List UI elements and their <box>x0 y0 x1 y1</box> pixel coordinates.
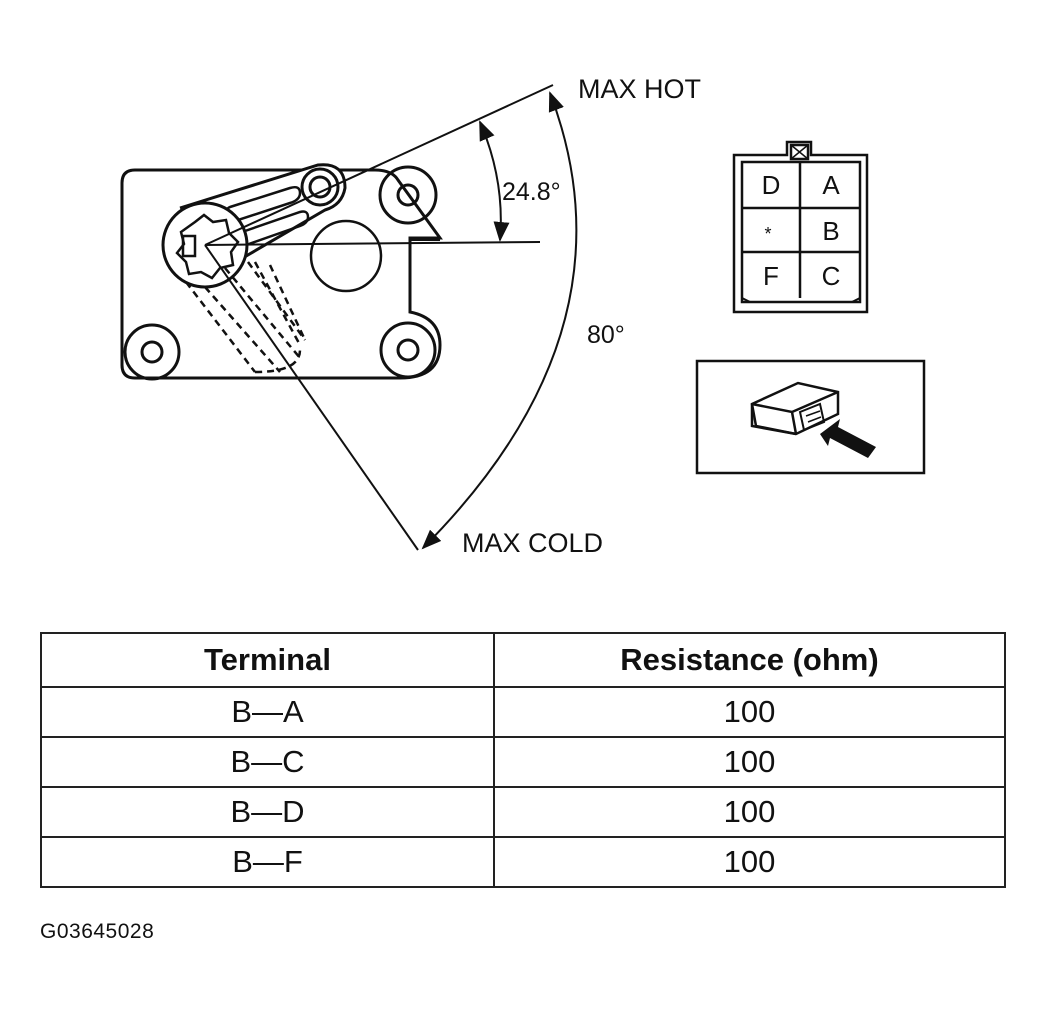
actuator-body-icon <box>120 163 443 381</box>
table-row: B—A 100 <box>40 686 1006 738</box>
pin-d: D <box>762 170 781 200</box>
table-header-row: Terminal Resistance (ohm) <box>40 632 1006 688</box>
resistance-table: Terminal Resistance (ohm) B—A 100 B—C 10… <box>40 632 1006 888</box>
table-row: B—D 100 <box>40 786 1006 838</box>
table-row: B—F 100 <box>40 836 1006 888</box>
terminal-cell: B—F <box>40 836 495 888</box>
resistance-cell: 100 <box>493 736 1006 788</box>
max-hot-label: MAX HOT <box>578 74 701 104</box>
resistance-cell: 100 <box>493 786 1006 838</box>
angle-small-label: 24.8° <box>502 178 561 206</box>
connector-face-icon <box>732 140 869 314</box>
angle-large-label: 80° <box>587 321 625 349</box>
resistance-cell: 100 <box>493 836 1006 888</box>
connector-location-icon <box>695 359 926 475</box>
header-terminal: Terminal <box>40 632 495 688</box>
pin-blank: * <box>764 224 771 244</box>
arrow-icon <box>820 419 876 458</box>
angle-indicator <box>204 84 578 551</box>
terminal-cell: B—C <box>40 736 495 788</box>
max-cold-label: MAX COLD <box>462 528 603 558</box>
figure-id: G03645028 <box>40 920 155 943</box>
header-resistance: Resistance (ohm) <box>493 632 1006 688</box>
terminal-cell: B—D <box>40 786 495 838</box>
pin-a: A <box>822 170 840 200</box>
pin-f: F <box>763 261 779 291</box>
actuator-diagram: MAX HOT MAX COLD 24.8° 80° D A * B F C <box>120 74 926 558</box>
pin-c: C <box>822 261 841 291</box>
pin-b: B <box>822 216 839 246</box>
resistance-cell: 100 <box>493 686 1006 738</box>
terminal-cell: B—A <box>40 686 495 738</box>
table-row: B—C 100 <box>40 736 1006 788</box>
